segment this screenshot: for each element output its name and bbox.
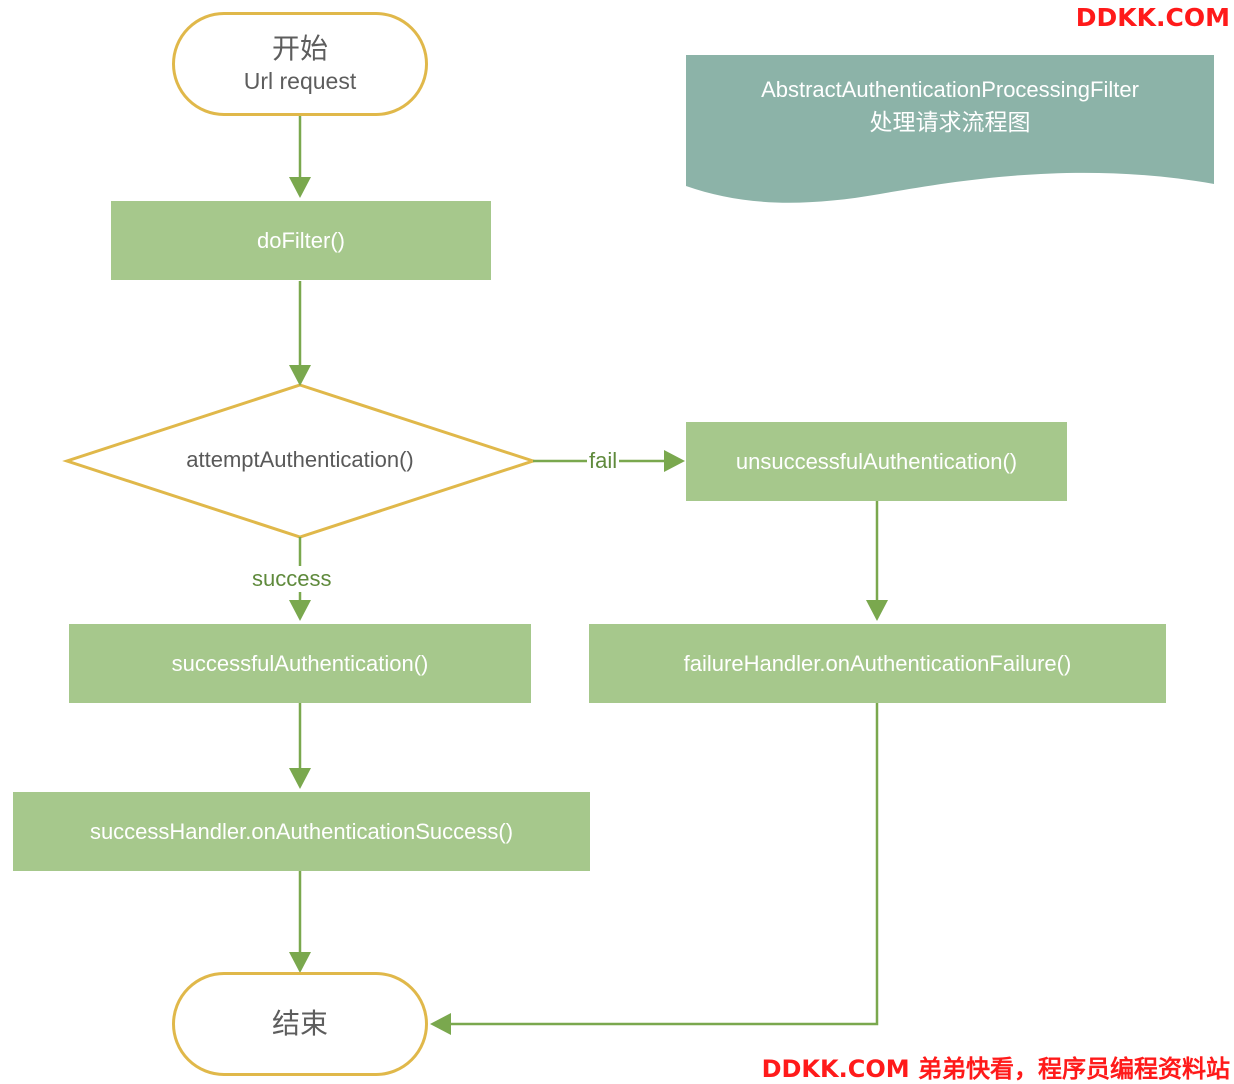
start-terminal: 开始 Url request (172, 12, 428, 116)
failure-handler-label: failureHandler.onAuthenticationFailure() (683, 650, 1072, 676)
success-handler-label: successHandler.onAuthenticationSuccess() (89, 818, 514, 844)
arrow-head (430, 1013, 451, 1035)
fail-edge-label: fail (587, 448, 620, 474)
edge-failurehandler-end (448, 703, 879, 1026)
success-handler-box: successHandler.onAuthenticationSuccess() (13, 792, 590, 871)
start-sublabel: Url request (243, 68, 357, 94)
banner-subtitle: 处理请求流程图 (869, 110, 1031, 136)
title-banner: AbstractAuthenticationProcessingFilter 处… (686, 74, 1214, 140)
successful-authentication-box: successfulAuthentication() (69, 624, 531, 703)
dofilter-label: doFilter() (256, 227, 345, 253)
watermark-bottom: DDKK.COM 弟弟快看，程序员编程资料站 (761, 1055, 1230, 1083)
arrow-head (289, 600, 311, 621)
arrow-head (289, 365, 311, 386)
successful-authentication-label: successfulAuthentication() (171, 650, 429, 676)
start-label: 开始 (271, 32, 328, 65)
arrow-head (289, 952, 311, 973)
success-edge-label: success (250, 566, 334, 592)
unsuccessful-authentication-box: unsuccessfulAuthentication() (686, 422, 1067, 501)
end-label: 结束 (271, 1007, 328, 1040)
arrow-head (866, 600, 888, 621)
watermark-top: DDKK.COM (1075, 3, 1230, 32)
title-banner-shape (686, 55, 1214, 203)
unsuccessful-authentication-label: unsuccessfulAuthentication() (735, 448, 1018, 474)
banner-title: AbstractAuthenticationProcessingFilter (761, 77, 1139, 102)
arrow-head (289, 768, 311, 789)
end-terminal: 结束 (172, 972, 428, 1076)
failure-handler-box: failureHandler.onAuthenticationFailure() (589, 624, 1166, 703)
attempt-authentication-label: attemptAuthentication() (186, 447, 414, 472)
dofilter-box: doFilter() (111, 201, 491, 280)
arrow-head (664, 450, 685, 472)
arrow-head (289, 177, 311, 198)
